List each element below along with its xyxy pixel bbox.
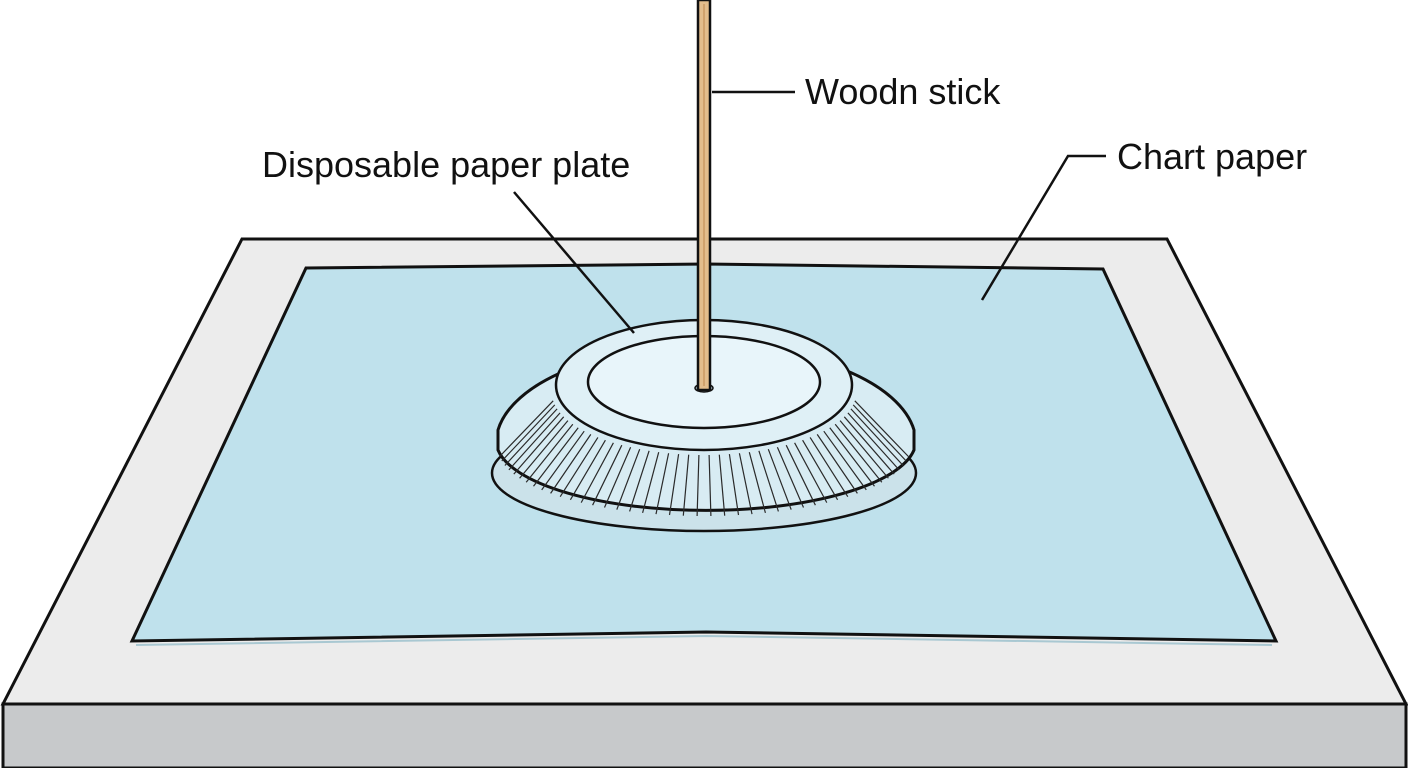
plate-rib xyxy=(499,400,554,457)
plate-rib xyxy=(580,442,614,503)
plate-rib xyxy=(629,450,650,512)
chart-paper-label: Chart paper xyxy=(1117,136,1307,177)
plate-rib xyxy=(785,444,816,506)
plate-rib xyxy=(854,400,909,457)
plate-rib xyxy=(809,437,849,498)
plate-rib xyxy=(802,439,839,501)
plate-rib xyxy=(748,452,766,514)
plate-rib xyxy=(519,420,569,479)
plate-rib xyxy=(847,412,900,471)
plate-rib xyxy=(776,447,805,508)
plate-rib xyxy=(794,442,828,503)
plate-rib xyxy=(592,444,623,506)
paper-plate xyxy=(490,318,918,533)
plate-rib xyxy=(642,452,660,514)
plate-rib xyxy=(504,408,558,466)
plate-rib xyxy=(525,423,574,483)
plate-rib xyxy=(708,454,712,517)
plate-rib xyxy=(682,454,690,516)
plate-rib xyxy=(655,453,670,515)
chart-paper-shadow xyxy=(135,634,1273,646)
plate-rib xyxy=(738,453,753,515)
plate-rib xyxy=(758,450,779,512)
board-front-edge xyxy=(1,702,1408,768)
plate-rib xyxy=(508,412,561,471)
plate-rib xyxy=(569,439,606,501)
plate-rib xyxy=(728,454,740,516)
plate-rib xyxy=(616,448,641,510)
plate-rib xyxy=(696,454,700,517)
chart-leader-line xyxy=(980,154,1106,301)
plate-rib xyxy=(718,454,726,516)
plate-rib xyxy=(603,447,632,508)
plate-label: Disposable paper plate xyxy=(262,144,630,185)
plate-rib xyxy=(816,434,858,494)
plate-rib xyxy=(501,404,556,462)
plate-rib xyxy=(513,416,565,475)
plate-rib xyxy=(550,434,592,494)
plate-rib xyxy=(834,423,883,483)
plate-rib xyxy=(829,427,875,487)
plate-rib xyxy=(852,404,907,462)
plate-rib xyxy=(668,454,680,516)
plate-rib xyxy=(850,408,904,466)
plate-rib xyxy=(533,427,579,487)
plate-rib xyxy=(843,416,895,475)
plate-rib xyxy=(823,430,867,491)
plate-rib xyxy=(559,437,599,498)
stick-label: Woodn stick xyxy=(805,71,1001,112)
plate-rib xyxy=(839,420,889,479)
plate-leader-line xyxy=(513,191,635,334)
plate-ribs xyxy=(499,400,909,517)
plate-rib xyxy=(541,430,585,491)
plate-rib xyxy=(767,448,792,510)
